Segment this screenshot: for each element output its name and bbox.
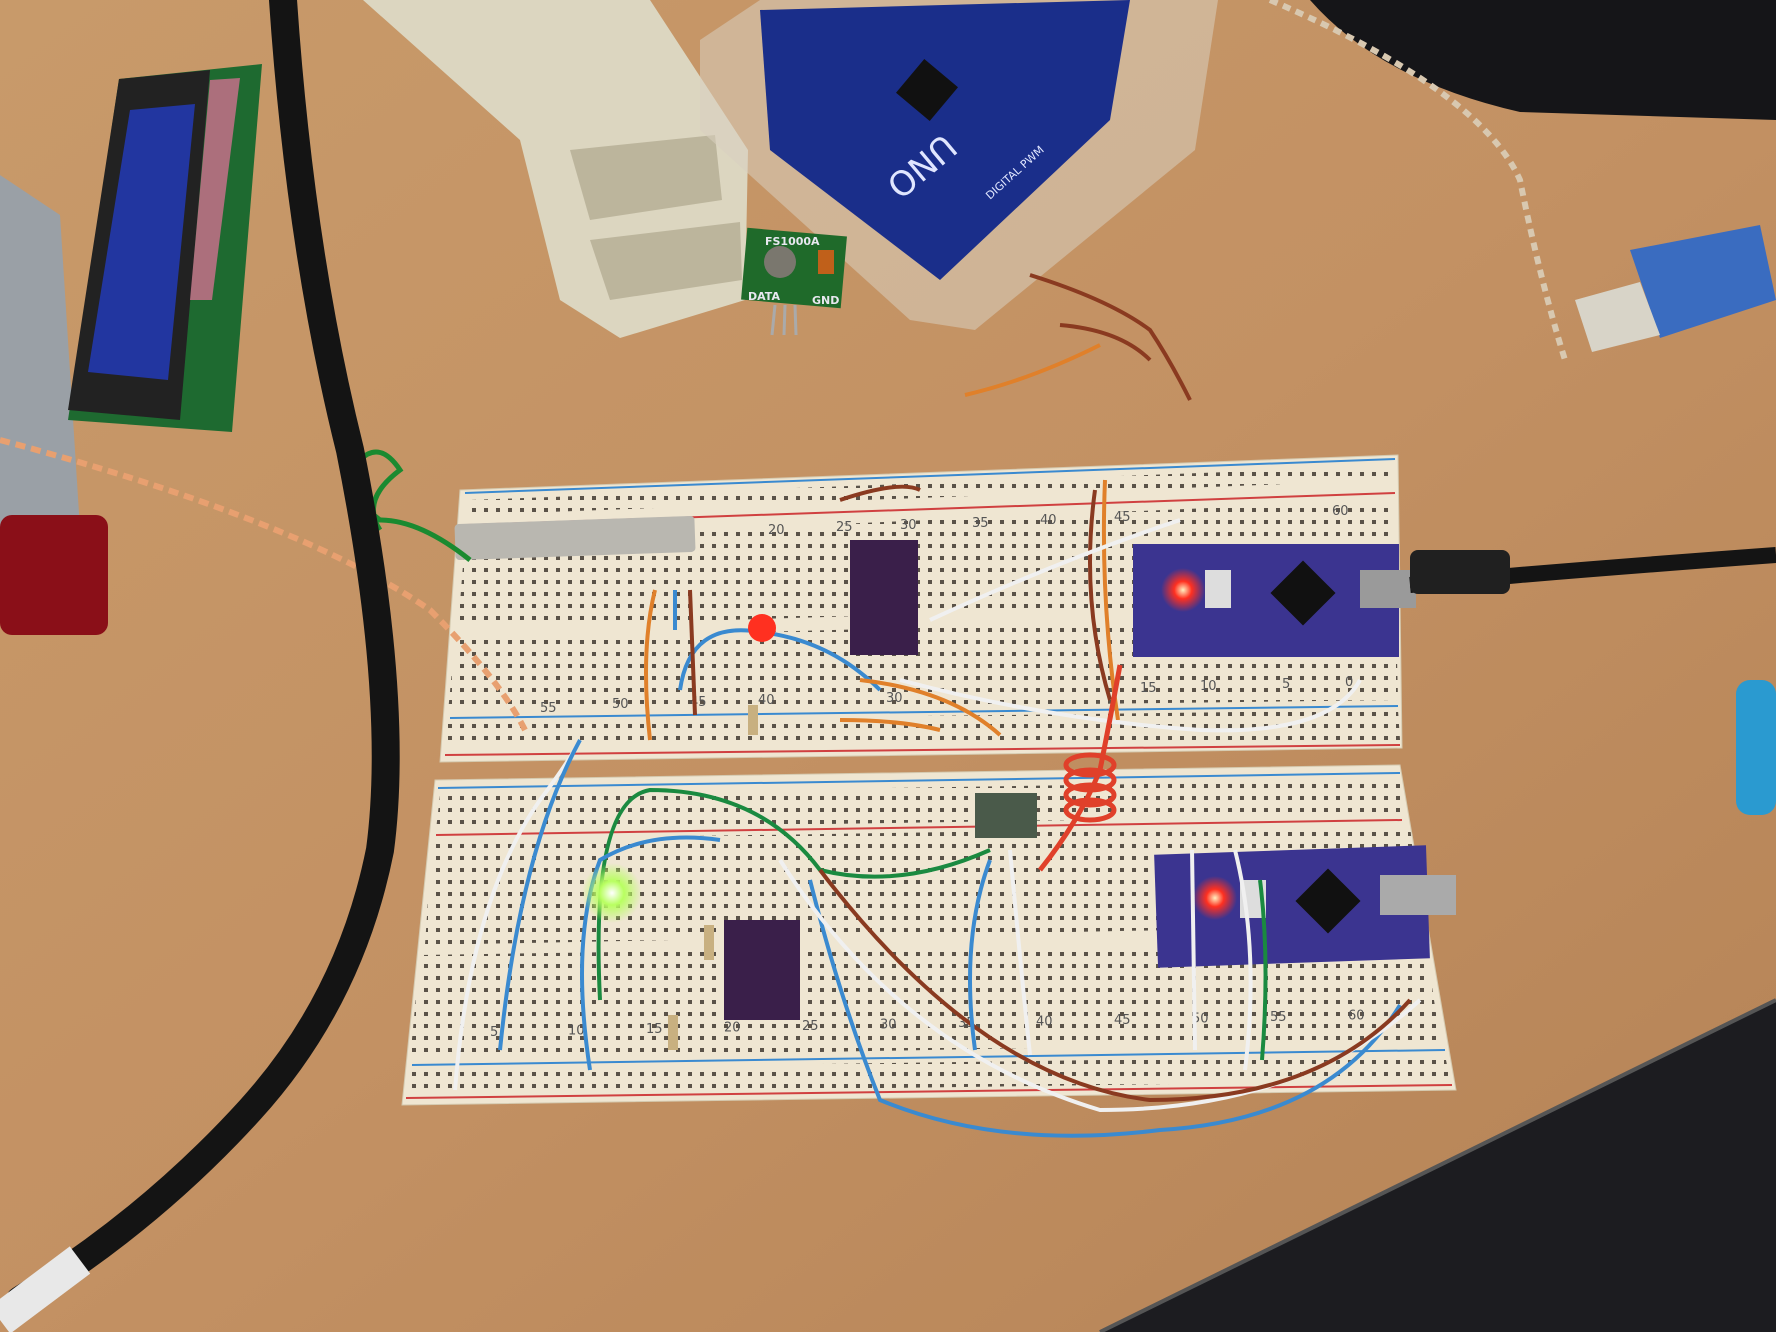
wire-blue <box>808 879 1402 1138</box>
breadboard-column-number: 0 <box>1345 675 1353 690</box>
resistor <box>668 1015 678 1050</box>
wire-white <box>929 518 1181 622</box>
breadboard-column-number: 60 <box>1332 504 1349 519</box>
arduino-uno-in-case: UNO DIGITAL PWM <box>700 0 1218 330</box>
monitor-base <box>1310 0 1776 120</box>
loose-wire <box>1029 273 1192 401</box>
arduino-nano-bottom <box>1154 845 1456 968</box>
usb-flash-drive <box>1575 225 1776 352</box>
breadboard-column-number: 20 <box>724 1021 741 1036</box>
breadboard-column-number: 10 <box>568 1024 585 1039</box>
fs1000a-label: FS1000A <box>765 235 820 248</box>
breadboard-column-number: 25 <box>802 1019 819 1034</box>
breadboard-column-number: 60 <box>1348 1009 1365 1024</box>
wire-orange <box>644 589 657 741</box>
breadboard-column-number: 20 <box>768 523 785 538</box>
wire-brown <box>839 484 921 502</box>
breadboard-column-number: 30 <box>886 691 903 706</box>
red-object <box>0 515 108 635</box>
breadboard-column-number: 50 <box>612 697 629 712</box>
mini-usb-plug <box>1410 550 1510 594</box>
loose-wire <box>1059 323 1152 362</box>
breadboard-column-number: 25 <box>836 520 853 535</box>
pin-data-label: DATA <box>748 290 780 303</box>
metal-chassis <box>0 175 82 600</box>
blue-object <box>1736 680 1776 815</box>
breadboard-column-number: 45 <box>1114 510 1131 525</box>
wire-orange <box>859 678 1002 737</box>
wire-white <box>1008 849 1032 1056</box>
resistor <box>704 925 714 960</box>
wire-brown <box>1088 489 1112 701</box>
small-rf-module <box>975 793 1037 838</box>
wire-white <box>899 678 1362 733</box>
breadboard-column-number: 40 <box>1036 1015 1053 1030</box>
wire-white <box>1233 849 1253 1071</box>
breadboard-column-number: 40 <box>758 693 775 708</box>
breadboard-column-number: 10 <box>1200 679 1217 694</box>
wire-brown <box>818 868 1412 1103</box>
breadboard-column-number: 55 <box>540 701 557 716</box>
pin-gnd-label: GND <box>812 294 839 307</box>
red-led <box>748 614 776 642</box>
loose-wire <box>964 343 1101 397</box>
jumper-wires <box>0 437 1422 1138</box>
spi-module-upper <box>850 540 918 655</box>
spi-module-lower <box>724 920 800 1020</box>
wire-orange <box>839 718 941 732</box>
breadboard-column-number: 40 <box>1040 513 1057 528</box>
cable-end-white <box>0 1246 91 1332</box>
breadboard-column-number: 30 <box>900 518 917 533</box>
resistor <box>748 705 758 735</box>
wire-blue <box>968 859 992 1051</box>
twisted-orange-white-wire <box>0 437 528 732</box>
beige-enclosure <box>363 0 748 338</box>
breadboard-column-number: 15 <box>1140 681 1157 696</box>
arduino-nano-top <box>1133 544 1416 657</box>
usb-cable-top-nano <box>1409 547 1776 593</box>
breadboard-column-number: 15 <box>646 1022 663 1037</box>
keyboard-edge <box>1099 998 1776 1332</box>
red-coil-antenna <box>1038 664 1123 872</box>
wire-green <box>1258 879 1268 1061</box>
lcd-display-module <box>68 64 262 432</box>
wire-brown <box>688 589 697 716</box>
breadboard-column-number: 30 <box>880 1018 897 1033</box>
breadboard-column-number: 35 <box>972 516 989 531</box>
green-led-glow <box>582 863 642 923</box>
wire-blue <box>498 739 582 1051</box>
fs1000a-transmitter: FS1000A DATA GND <box>741 227 847 336</box>
breadboard-column-number: 55 <box>1270 1010 1287 1025</box>
black-cable <box>6 0 400 1314</box>
breadboard-column-number: 5 <box>1282 677 1290 692</box>
usb-cable-twisted <box>1268 0 1568 361</box>
rf-receiver-module <box>454 515 696 561</box>
breadboard-column-number: 5 <box>490 1025 498 1040</box>
wire-white <box>1190 849 1197 1051</box>
breadboard-column-number: 45 <box>1114 1013 1131 1028</box>
wire-blue <box>580 835 721 1071</box>
